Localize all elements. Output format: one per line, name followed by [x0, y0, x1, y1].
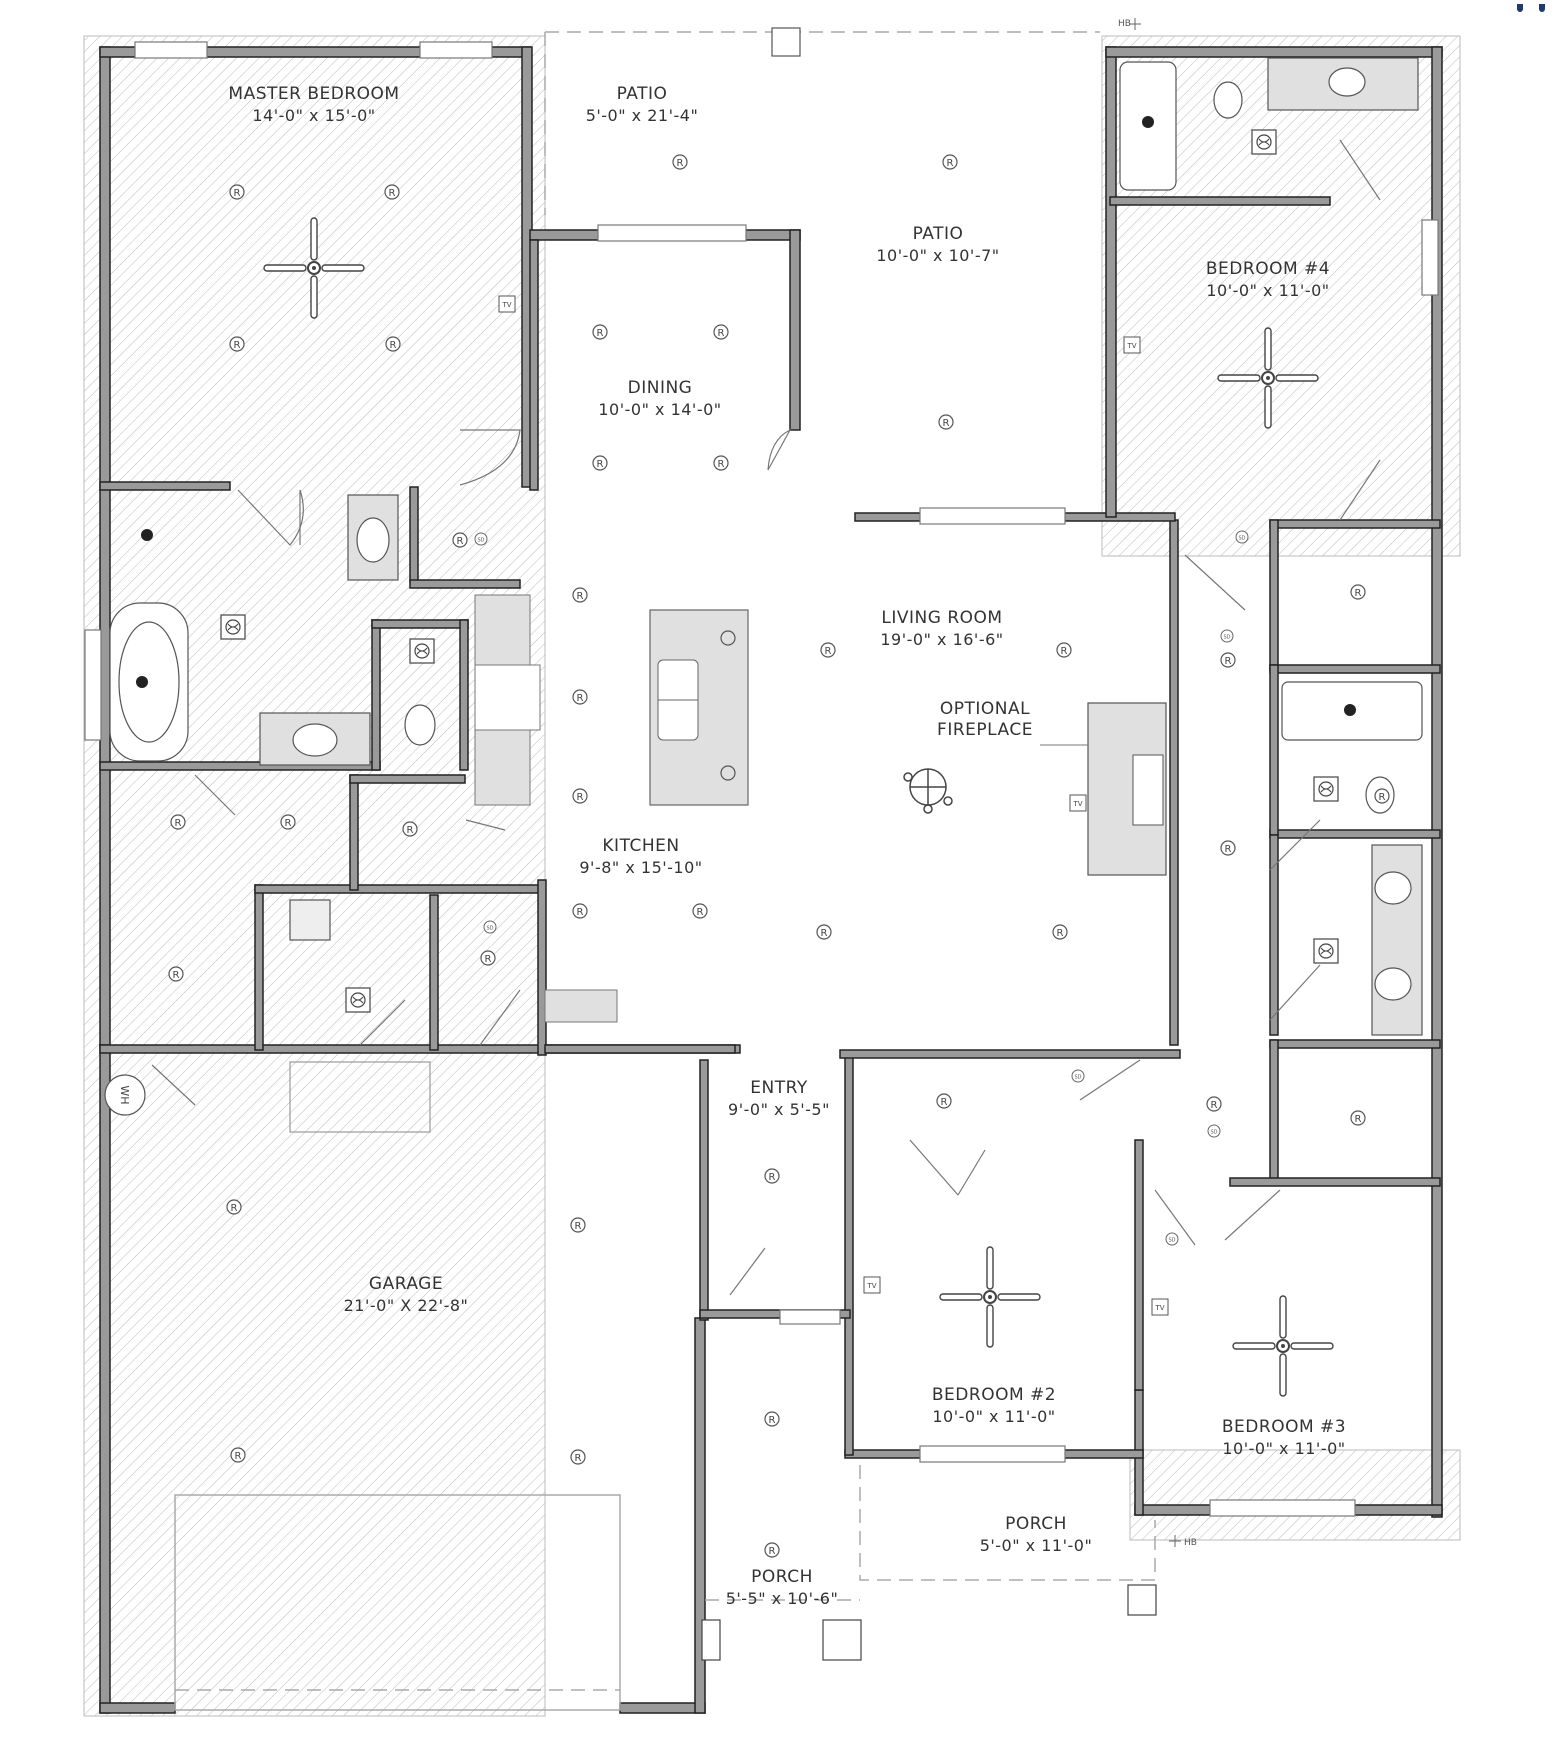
room-garage: GARAGE 21'-0" X 22'-8" [344, 1274, 469, 1316]
room-dims: 21'-0" X 22'-8" [343, 1296, 469, 1315]
room-name: PATIO [616, 84, 668, 104]
svg-text:WH: WH [118, 1085, 131, 1104]
room-name: PORCH [751, 1567, 813, 1587]
room-dims: 10'-0" x 11'-0" [1206, 281, 1330, 300]
room-dims: 9'-0" x 5'-5" [728, 1100, 830, 1119]
corner-mark-icon [1517, 4, 1523, 12]
annotation-line: OPTIONAL [939, 699, 1031, 719]
room-master-bedroom: MASTER BEDROOM 14'-0" x 15'-0" [228, 84, 399, 126]
room-porch-right: PORCH 5'-0" x 11'-0" [980, 1514, 1093, 1556]
room-patio-right: PATIO 10'-0" x 10'-7" [876, 224, 999, 266]
room-dims: 10'-0" x 10'-7" [876, 246, 1000, 265]
room-patio-top: PATIO 5'-0" x 21'-4" [586, 84, 699, 126]
room-dims: 10'-0" x 11'-0" [1222, 1439, 1346, 1458]
porch-steps [701, 1584, 1157, 1661]
room-dims: 19'-0" x 16'-6" [880, 630, 1004, 649]
room-bedroom-4: BEDROOM #4 10'-0" x 11'-0" [1206, 259, 1330, 301]
room-name: BEDROOM #4 [1205, 259, 1331, 279]
corner-marks [1511, 4, 1551, 14]
room-name: PATIO [912, 224, 964, 244]
room-name: DINING [627, 378, 693, 398]
hose-bib-label-bottom: HB [1184, 1538, 1197, 1548]
room-name: BEDROOM #3 [1221, 1417, 1347, 1437]
room-name: GARAGE [368, 1274, 444, 1294]
garage-pad [289, 1061, 431, 1133]
room-name: PORCH [1005, 1514, 1067, 1534]
room-dims: 14'-0" x 15'-0" [252, 106, 376, 125]
water-heater: WH [104, 1074, 146, 1116]
room-dining: DINING 10'-0" x 14'-0" [598, 378, 721, 420]
room-dims: 10'-0" x 11'-0" [932, 1407, 1056, 1426]
patio-step [771, 27, 801, 57]
corner-mark-icon [1539, 4, 1545, 12]
room-name: KITCHEN [602, 836, 680, 856]
room-bedroom-2: BEDROOM #2 10'-0" x 11'-0" [932, 1385, 1056, 1427]
hose-bib-icons [1129, 18, 1181, 1547]
kitchen-counter [474, 594, 618, 1023]
fan-icon [1232, 1295, 1334, 1397]
room-kitchen: KITCHEN 9'-8" x 15'-10" [579, 836, 702, 878]
wall-fill [99, 46, 1443, 1714]
fireplace-annotation: OPTIONAL FIREPLACE [937, 699, 1033, 741]
room-bedroom-3: BEDROOM #3 10'-0" x 11'-0" [1222, 1417, 1346, 1459]
room-dims: 10'-0" x 14'-0" [598, 400, 722, 419]
fan-icon [939, 1246, 1041, 1348]
room-name: ENTRY [750, 1078, 808, 1098]
hose-bib-label-top: HB [1118, 19, 1131, 29]
kitchen-island [649, 609, 749, 806]
room-dims: 5'-0" x 11'-0" [979, 1536, 1093, 1555]
room-dims: 5'-0" x 21'-4" [585, 106, 699, 125]
annotation-line: FIREPLACE [937, 720, 1033, 740]
room-porch-front: PORCH 5'-5" x 10'-6" [726, 1567, 839, 1609]
fireplace [1040, 702, 1167, 876]
room-name: LIVING ROOM [881, 608, 1003, 628]
room-name: BEDROOM #2 [931, 1385, 1057, 1405]
garage-door [174, 1494, 621, 1711]
patio-outline [175, 31, 1156, 1691]
smoke-detector-icons [474, 530, 1249, 1246]
room-dims: 5'-5" x 10'-6" [725, 1589, 839, 1608]
room-dims: 9'-8" x 15'-10" [579, 858, 703, 877]
room-living-room: LIVING ROOM 19'-0" x 16'-6" [880, 608, 1003, 650]
drain-dots [136, 116, 1356, 716]
room-name: MASTER BEDROOM [228, 84, 400, 104]
tv-icons [498, 295, 1169, 1316]
windows [84, 41, 1439, 1517]
chandelier [903, 768, 953, 814]
door-swings [151, 139, 1381, 1296]
room-entry: ENTRY 9'-0" x 5'-5" [728, 1078, 830, 1120]
